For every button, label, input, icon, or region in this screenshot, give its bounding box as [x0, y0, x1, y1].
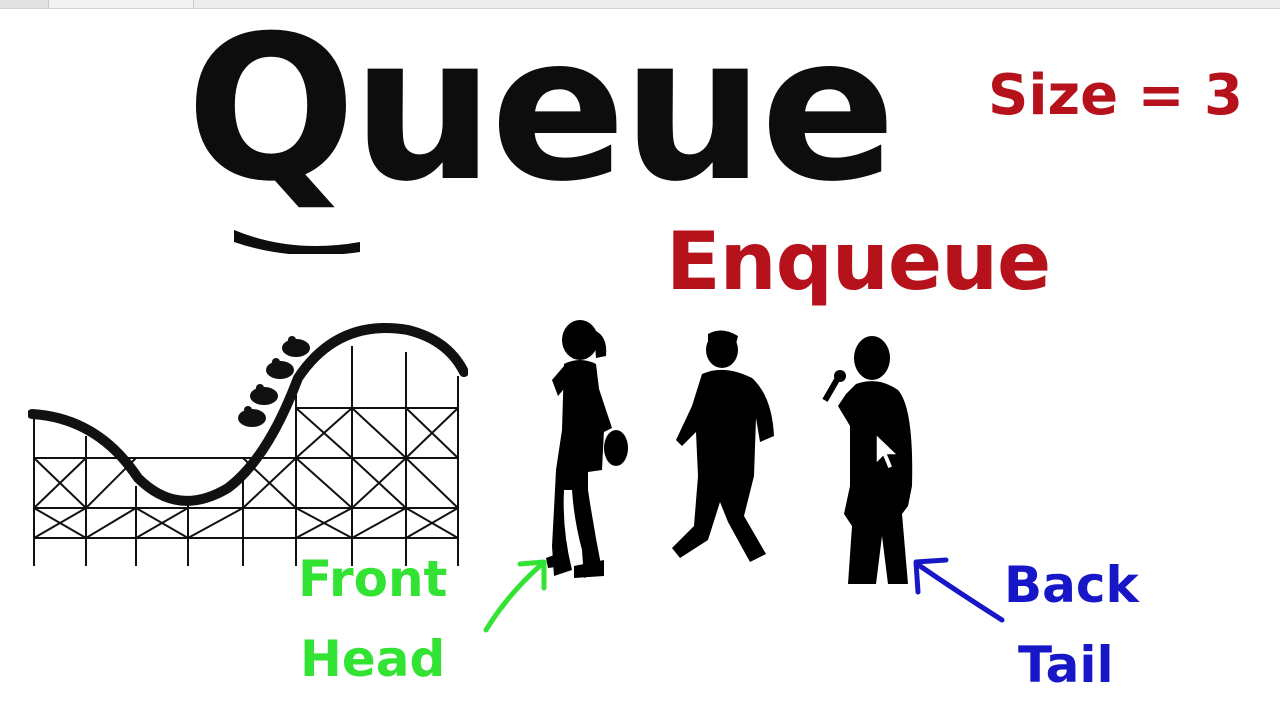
- top-bar-segment: [49, 0, 194, 8]
- head-label: Head: [300, 630, 446, 688]
- q-tail-stroke: [234, 230, 360, 254]
- browser-top-bar: [0, 0, 1280, 9]
- front-label: Front: [298, 550, 448, 608]
- back-label: Back: [1004, 556, 1139, 614]
- person-silhouette-icon: [546, 320, 628, 578]
- person-silhouette-icon: [672, 330, 774, 562]
- roller-coaster-icon: [28, 323, 468, 566]
- tail-label: Tail: [1018, 636, 1114, 694]
- top-bar-segment: [0, 0, 49, 8]
- arrow-icon: [913, 557, 1005, 623]
- mouse-cursor-icon: [875, 432, 900, 470]
- queue-size-label: Size = 3: [988, 63, 1243, 128]
- person-silhouette-icon: [822, 336, 913, 584]
- slide-title: Queue: [186, 0, 896, 226]
- arrow-icon: [483, 559, 547, 633]
- operation-label: Enqueue: [666, 215, 1051, 308]
